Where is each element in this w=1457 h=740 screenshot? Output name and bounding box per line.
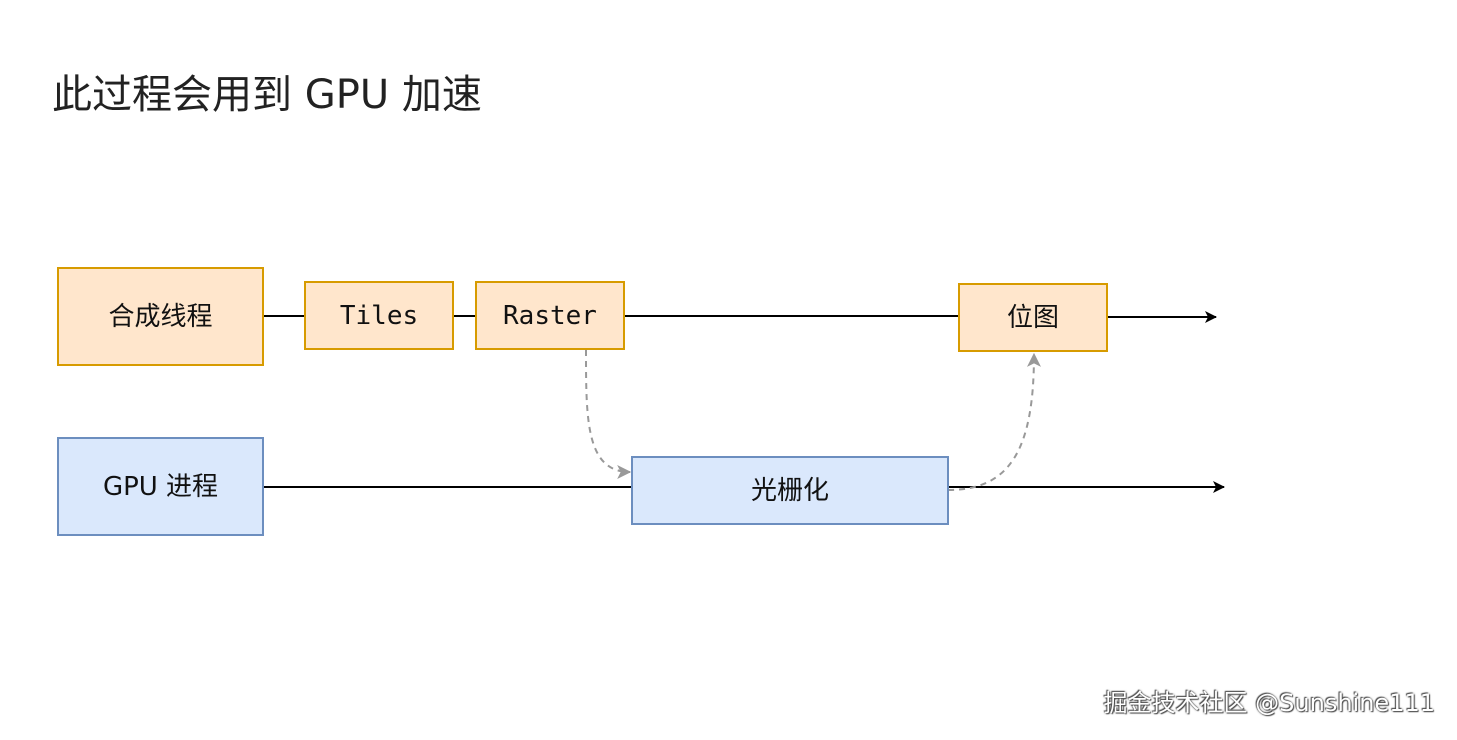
tiles-label: Tiles (340, 301, 418, 331)
compositor-thread-node: 合成线程 (57, 267, 264, 366)
bitmap-label: 位图 (1007, 303, 1059, 333)
raster-node: Raster (475, 281, 625, 350)
rasterization-label: 光栅化 (751, 476, 829, 506)
compositor-thread-label: 合成线程 (108, 302, 212, 332)
rasterization-to-bitmap-arrow (947, 352, 1041, 491)
page-title: 此过程会用到 GPU 加速 (52, 72, 482, 118)
watermark: 掘金技术社区 @Sunshine111 (1103, 689, 1435, 717)
gpu-process-label: GPU 进程 (103, 472, 218, 502)
raster-label: Raster (503, 301, 597, 331)
tiles-node: Tiles (304, 281, 454, 350)
raster-to-rasterization-arrow (585, 349, 632, 479)
gpu-process-node: GPU 进程 (57, 437, 264, 536)
rasterization-node: 光栅化 (631, 456, 949, 525)
bitmap-node: 位图 (958, 283, 1108, 352)
